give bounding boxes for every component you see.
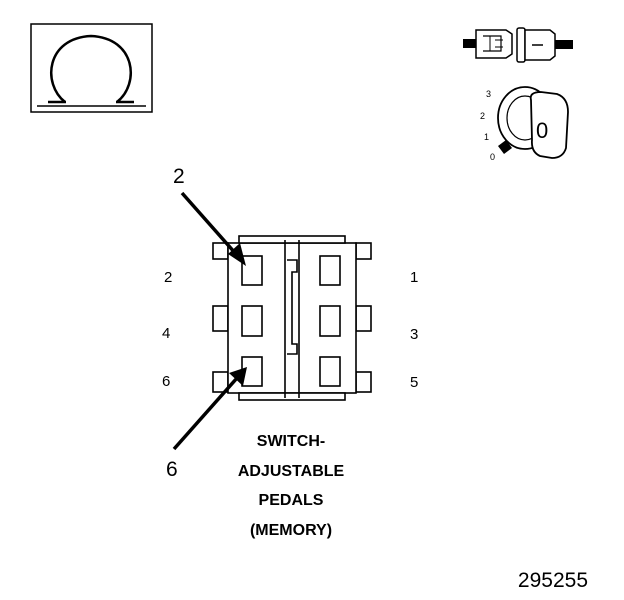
caption-line-1: SWITCH- [257,433,325,450]
pin-label-5: 5 [410,374,418,391]
key-position-2: 2 [480,111,485,121]
pin-labels: 2 4 6 1 3 5 [162,269,418,391]
key-position-1: 1 [484,132,489,142]
callout-label-6: 6 [166,458,178,481]
fuse-connector-icon [463,27,573,63]
caption-line-4: (MEMORY) [250,522,332,539]
callout-label-2: 2 [173,165,185,188]
pin-label-6: 6 [162,373,170,390]
pin-label-4: 4 [162,325,170,342]
caption-line-3: PEDALS [259,492,324,509]
caption-line-2: ADJUSTABLE [238,463,345,480]
cavity-4 [241,305,263,337]
arrow-head-icon [228,243,246,266]
key-face-label: 0 [536,118,548,143]
arrow-head-icon [229,367,247,386]
ignition-key-icon: 3 2 1 0 0 [480,86,569,162]
cavity-3 [319,305,341,337]
key-position-0: 0 [490,152,495,162]
callout-bottom: 6 [166,367,247,481]
callout-top: 2 [173,165,246,266]
cavity-1 [319,255,341,286]
connector-cavities [241,255,341,387]
ohm-symbol-box [30,23,153,113]
pin-label-2: 2 [164,269,172,286]
omega-icon [50,34,132,103]
cavity-2 [241,255,263,286]
pin-label-1: 1 [410,269,418,286]
pin-label-3: 3 [410,326,418,343]
connector-caption: SWITCH- ADJUSTABLE PEDALS (MEMORY) [238,433,345,539]
key-position-3: 3 [486,89,491,99]
figure-number: 295255 [518,569,588,592]
cavity-5 [319,356,341,387]
